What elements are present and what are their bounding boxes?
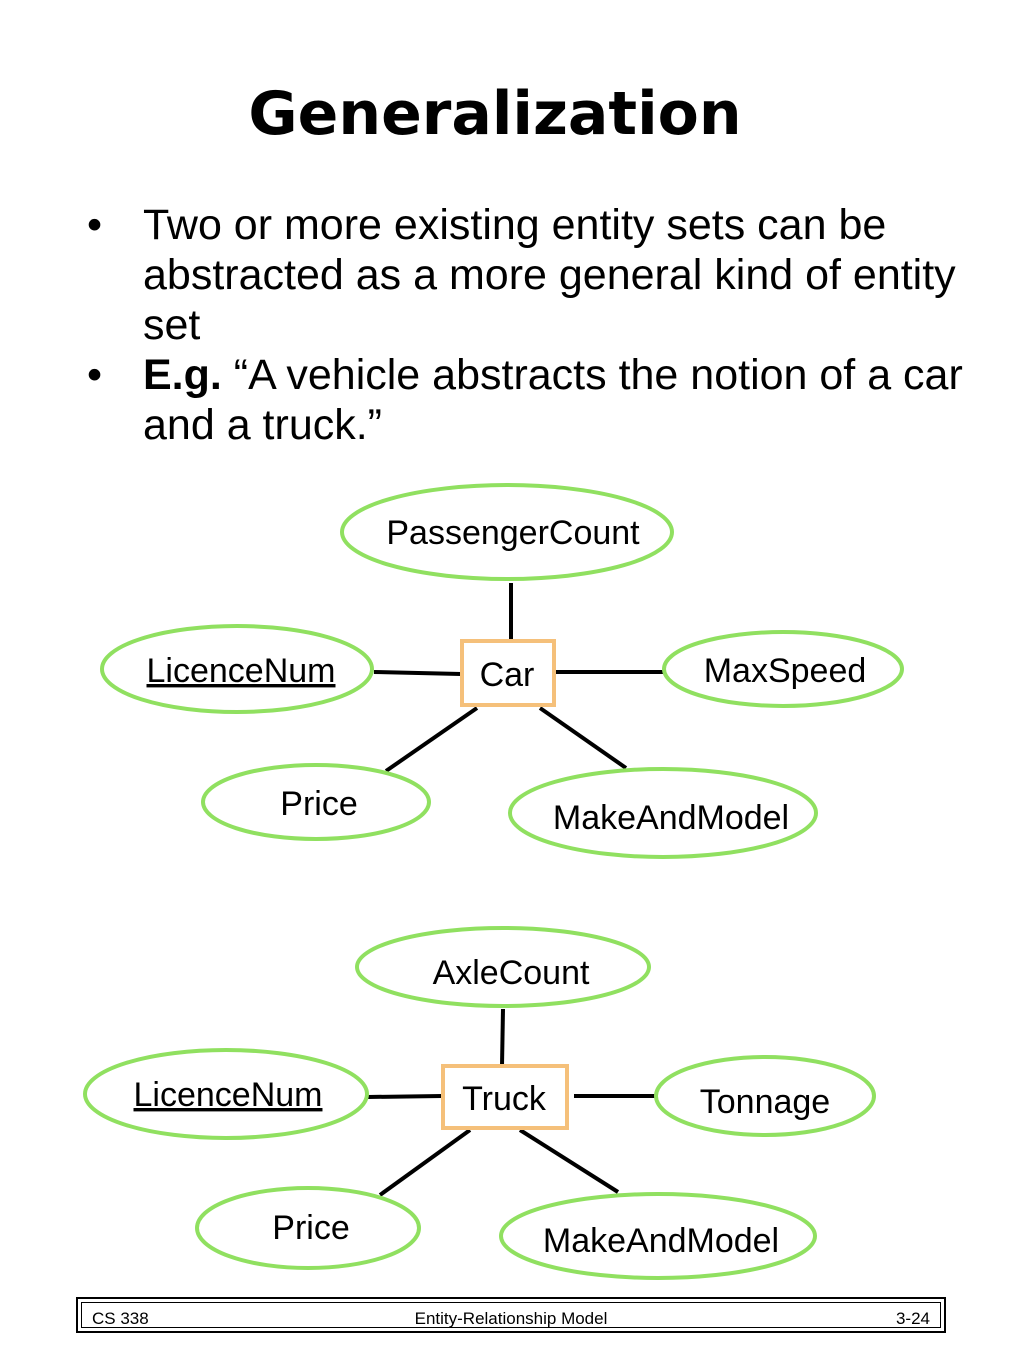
bullet-list: • Two or more existing entity sets can b… (85, 200, 965, 450)
bullet-marker: • (87, 351, 103, 399)
bullet-bold-prefix: E.g. (143, 351, 222, 399)
bullet-text: Two or more existing entity sets can be … (143, 201, 956, 349)
attr-ellipse-makeandmodel (508, 767, 818, 859)
attr-ellipse-passengercount (340, 483, 674, 581)
footer-inner-frame: CS 338 Entity-Relationship Model 3-24 (81, 1302, 941, 1328)
car-diagram: Car PassengerCount LicenceNum MaxSpeed P… (100, 483, 904, 859)
attr-label-passengercount: PassengerCount (386, 514, 640, 552)
footer-course: CS 338 (92, 1309, 149, 1328)
bullet-text: “A vehicle abstracts the notion of a car… (143, 351, 963, 449)
car-edges (373, 583, 664, 773)
edge-truck-makeandmodel (518, 1128, 620, 1194)
truck-diagram: Truck AxleCount LicenceNum Tonnage Price… (83, 926, 876, 1280)
attr-label-licencenum: LicenceNum (147, 652, 336, 690)
edge-car-licencenum (373, 670, 462, 676)
attr-label-licencenum: LicenceNum (134, 1076, 323, 1114)
entity-box-truck (441, 1064, 569, 1130)
attr-ellipse-licencenum (100, 624, 374, 714)
attr-label-price: Price (272, 1209, 349, 1247)
attr-label-tonnage: Tonnage (700, 1083, 830, 1121)
attr-ellipse-licencenum (83, 1048, 369, 1140)
edge-car-price (384, 706, 479, 773)
entity-box-car (460, 639, 556, 707)
edge-truck-licencenum (367, 1094, 443, 1099)
bullet-marker: • (87, 201, 103, 249)
entity-label-car: Car (480, 656, 535, 694)
attr-label-axlecount: AxleCount (433, 954, 590, 992)
attr-label-maxspeed: MaxSpeed (704, 652, 867, 690)
bullet-item-2: • E.g. “A vehicle abstracts the notion o… (85, 350, 965, 450)
entity-label-truck: Truck (462, 1080, 547, 1118)
footer-topic: Entity-Relationship Model (414, 1309, 608, 1328)
footer-page-number: 3-24 (895, 1309, 930, 1328)
attr-ellipse-tonnage (654, 1055, 876, 1137)
edge-car-makeandmodel (538, 706, 628, 770)
attr-ellipse-price (195, 1186, 421, 1270)
attr-label-makeandmodel: MakeAndModel (553, 799, 789, 837)
truck-edges (367, 1008, 656, 1197)
attr-ellipse-price (201, 763, 431, 841)
edge-truck-price (378, 1128, 472, 1197)
bullet-item-1: • Two or more existing entity sets can b… (85, 200, 965, 350)
slide-title: Generalization (248, 79, 742, 149)
edge-truck-axlecount (500, 1008, 505, 1067)
attr-ellipse-makeandmodel (499, 1192, 817, 1280)
attr-label-makeandmodel: MakeAndModel (543, 1222, 779, 1260)
attr-label-price: Price (280, 785, 357, 823)
attr-ellipse-maxspeed (662, 630, 904, 708)
attr-ellipse-axlecount (355, 926, 651, 1008)
slide-footer: CS 338 Entity-Relationship Model 3-24 (76, 1297, 946, 1333)
